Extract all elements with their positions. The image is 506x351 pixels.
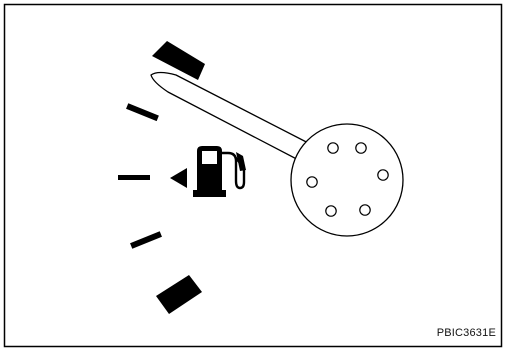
fuel-pump-window [202, 151, 217, 164]
hub-hole [355, 142, 367, 154]
hub-hole [325, 205, 337, 217]
arrow-left-icon [170, 168, 187, 188]
hub-disc [290, 123, 404, 237]
fuel-pump-hose [220, 151, 246, 190]
figure-id-label: PBIC3631E [436, 327, 496, 339]
gauge-scale-marks [118, 41, 205, 314]
figure-border [3, 3, 503, 348]
scale-mark-full [152, 41, 205, 80]
hub-hole [359, 204, 371, 216]
scale-mark-half [118, 175, 150, 180]
fuel-pump-icon [193, 146, 246, 197]
hub-hole [377, 169, 389, 181]
scale-mark-quarter [130, 231, 162, 249]
scale-mark-three-quarter [126, 103, 159, 122]
hub-hole [327, 142, 339, 154]
gauge-hub [290, 123, 404, 237]
hub-hole [306, 176, 318, 188]
fuel-pump-nozzle [236, 152, 246, 171]
fuel-pump-body [193, 146, 226, 197]
scale-mark-empty [156, 275, 202, 314]
gauge-needle [150, 71, 319, 167]
